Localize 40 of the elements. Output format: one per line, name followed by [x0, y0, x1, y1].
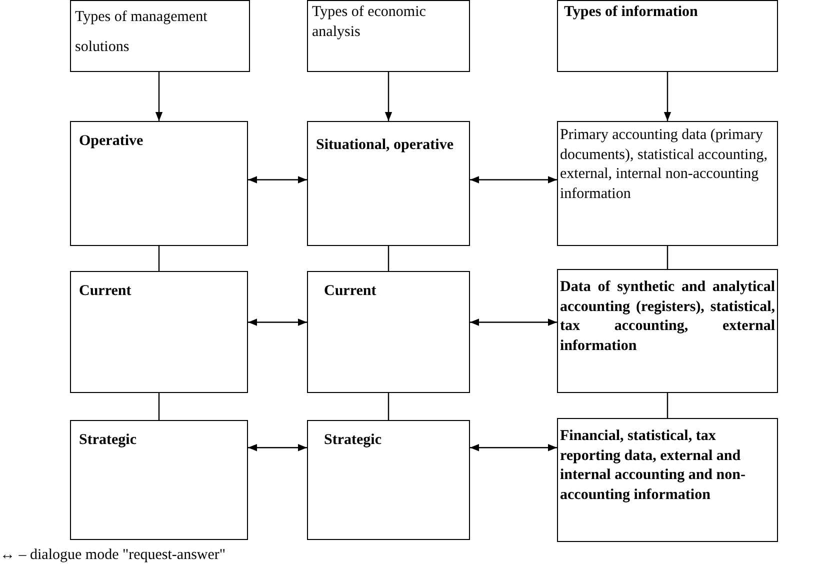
process-box — [307, 271, 470, 393]
process-box — [70, 0, 250, 72]
box-label: Types of economic analysis — [312, 3, 427, 42]
arrow — [248, 318, 307, 326]
box-label: Operative — [79, 132, 144, 151]
connector-line — [388, 246, 390, 271]
process-box — [557, 269, 778, 393]
process-box — [70, 420, 248, 540]
box-label: Current — [79, 282, 132, 301]
process-box — [557, 418, 778, 542]
arrow — [384, 72, 392, 121]
box-label: Financial, statistical, tax reporting data, external and internal accounting and non-accounting information — [560, 427, 746, 504]
arrow — [248, 444, 307, 452]
box-label: Situational, operative — [316, 136, 454, 155]
box-label: Types of information — [564, 3, 699, 22]
process-box — [307, 0, 470, 72]
arrow — [248, 176, 307, 184]
process-box — [307, 121, 470, 246]
legend-note: ↔ – dialogue mode "request-answer" — [0, 547, 226, 564]
connector-line — [666, 246, 668, 269]
process-box — [70, 271, 248, 393]
box-label: Strategic — [79, 431, 138, 450]
arrow — [664, 72, 672, 121]
connector-line — [158, 246, 160, 271]
process-box — [70, 121, 248, 246]
arrow — [470, 318, 557, 326]
box-label: Strategic — [324, 431, 382, 450]
arrow — [470, 176, 557, 184]
box-label: Data of synthetic and analytical accounting (registers), statistical, tax accounting, external information — [560, 278, 775, 356]
box-label: Primary accounting data (primary documents), statistical accounting, external, internal non-accounting information — [560, 126, 768, 204]
box-label: Types of management solutions — [75, 8, 208, 57]
process-box — [557, 0, 778, 72]
process-box — [557, 121, 778, 246]
connector-line — [158, 393, 160, 420]
arrow — [470, 444, 557, 452]
box-label: Current — [324, 282, 378, 301]
process-box — [307, 420, 470, 540]
arrow — [155, 72, 163, 121]
connector-line — [666, 393, 668, 418]
connector-line — [388, 393, 390, 420]
